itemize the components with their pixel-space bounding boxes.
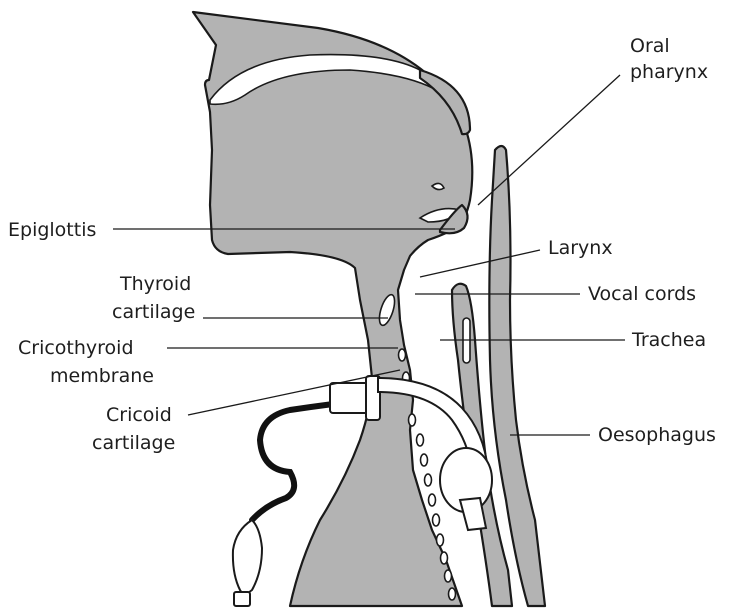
label-membrane: membrane [50, 365, 154, 387]
label-cricoid: Cricoid [106, 404, 172, 426]
label-oral: Oral [630, 35, 670, 57]
label-larynx: Larynx [548, 237, 613, 259]
label-thyroid-cartilage: cartilage [112, 301, 195, 323]
label-vocal-cords: Vocal cords [588, 283, 696, 305]
label-oesophagus: Oesophagus [598, 424, 716, 446]
pilot-valve [234, 592, 250, 606]
leader-larynx [420, 250, 540, 277]
label-cricothyroid: Cricothyroid [18, 337, 134, 359]
label-epiglottis: Epiglottis [8, 219, 96, 241]
label-thyroid: Thyroid [119, 273, 191, 295]
label-pharynx: pharynx [630, 61, 708, 83]
leader-oral-pharynx [478, 75, 620, 205]
pilot-balloon [233, 520, 262, 596]
label-cricoid-cartilage: cartilage [92, 432, 175, 454]
cricothyroid-dot-1 [399, 349, 406, 361]
tube-flange [330, 383, 368, 413]
label-trachea: Trachea [631, 329, 706, 351]
